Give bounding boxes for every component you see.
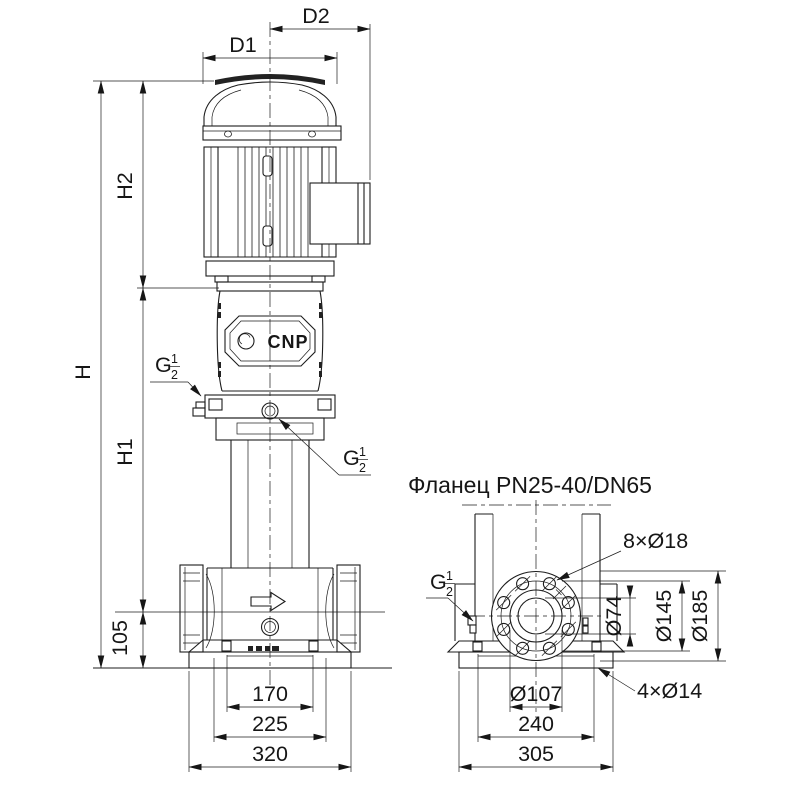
vent-fitting (195, 401, 206, 409)
brand-logo-text: CNP (267, 332, 308, 352)
fin-clip (262, 155, 273, 177)
cnp-logo-icon (237, 332, 255, 350)
base-slot (591, 641, 602, 652)
dim-h: H (71, 80, 214, 669)
base-slot (308, 640, 319, 652)
callout-vent-thread: G 1 2 (150, 352, 202, 397)
dim-label-4xd14: 4×Ø14 (637, 679, 702, 703)
lantern: CNP (216, 290, 324, 392)
callout-anchor-holes: 4×Ø14 (597, 667, 702, 703)
dim-label-d2: D2 (302, 4, 329, 28)
dim-320: 320 (188, 671, 352, 772)
thread-numerator: 1 (171, 352, 178, 366)
dim-label-240: 240 (518, 712, 554, 736)
discharge-flange (336, 564, 361, 653)
dim-label-d74: Ø74 (602, 596, 626, 637)
dim-h1: H1 (113, 287, 147, 613)
dim-label-305: 305 (518, 742, 554, 766)
flange-title: Фланец PN25-40/DN65 (408, 472, 652, 498)
dim-label-h1: H1 (113, 438, 137, 465)
dim-label-8xd18: 8×Ø18 (623, 529, 688, 553)
dim-d107: Ø107 (509, 630, 563, 712)
callout-drain-thread: G 1 2 (278, 418, 371, 476)
thread-numerator: 1 (359, 445, 366, 459)
callout-bolt-holes: 8×Ø18 (556, 529, 688, 581)
pump-column (230, 440, 310, 568)
dim-label-170: 170 (252, 682, 288, 706)
dim-label-h: H (71, 364, 95, 380)
cover-screw (224, 130, 232, 138)
dim-h2: H2 (113, 80, 219, 289)
cnp-badge: CNP (224, 315, 316, 367)
cooling-fins (237, 147, 309, 257)
base-slot (472, 641, 483, 652)
cover-screw (308, 130, 316, 138)
dim-240: 240 (477, 654, 595, 742)
dim-label-d185: Ø185 (688, 590, 712, 643)
terminal-box (309, 182, 371, 245)
suction-flange (179, 564, 204, 653)
nameplate-marks (248, 646, 279, 651)
thread-denominator: 2 (171, 368, 178, 382)
dim-label-225: 225 (252, 712, 288, 736)
thread-denominator: 2 (446, 585, 453, 599)
dim-225: 225 (213, 658, 327, 742)
thread-numerator: 1 (446, 569, 453, 583)
thread-denominator: 2 (359, 461, 366, 475)
thread-letter: G (155, 353, 172, 377)
dim-305: 305 (458, 671, 614, 772)
bolt-holes (495, 575, 577, 657)
base-slot (221, 640, 232, 652)
bolt-circle-tick (552, 585, 567, 600)
thread-letter: G (343, 446, 360, 470)
dim-d1: D1 (202, 33, 338, 84)
dim-d145: Ø145 (562, 580, 690, 652)
front-view: CNP (71, 4, 392, 772)
dim-label-h2: H2 (113, 172, 137, 199)
dim-d185: Ø185 (600, 570, 726, 662)
dim-170: 170 (226, 655, 314, 712)
lantern-bolts (218, 303, 322, 377)
dim-label-320: 320 (252, 742, 288, 766)
dim-105: 105 (108, 611, 147, 669)
pump-head (192, 394, 336, 441)
side-view: Фланец PN25-40/DN65 (408, 472, 726, 772)
fin-clip (262, 225, 273, 247)
callout-plug-thread: G 1 2 (426, 569, 474, 622)
fan-cover (202, 74, 342, 141)
dim-label-d1: D1 (229, 33, 256, 57)
dim-d74: Ø74 (545, 585, 636, 647)
thread-letter: G (430, 570, 447, 594)
dim-d2: D2 (269, 4, 371, 180)
flow-direction-arrow (250, 591, 287, 612)
fan-grille (215, 74, 325, 85)
dim-label-d145: Ø145 (652, 590, 676, 643)
dim-label-d107: Ø107 (510, 682, 563, 706)
dim-label-105: 105 (108, 620, 132, 656)
